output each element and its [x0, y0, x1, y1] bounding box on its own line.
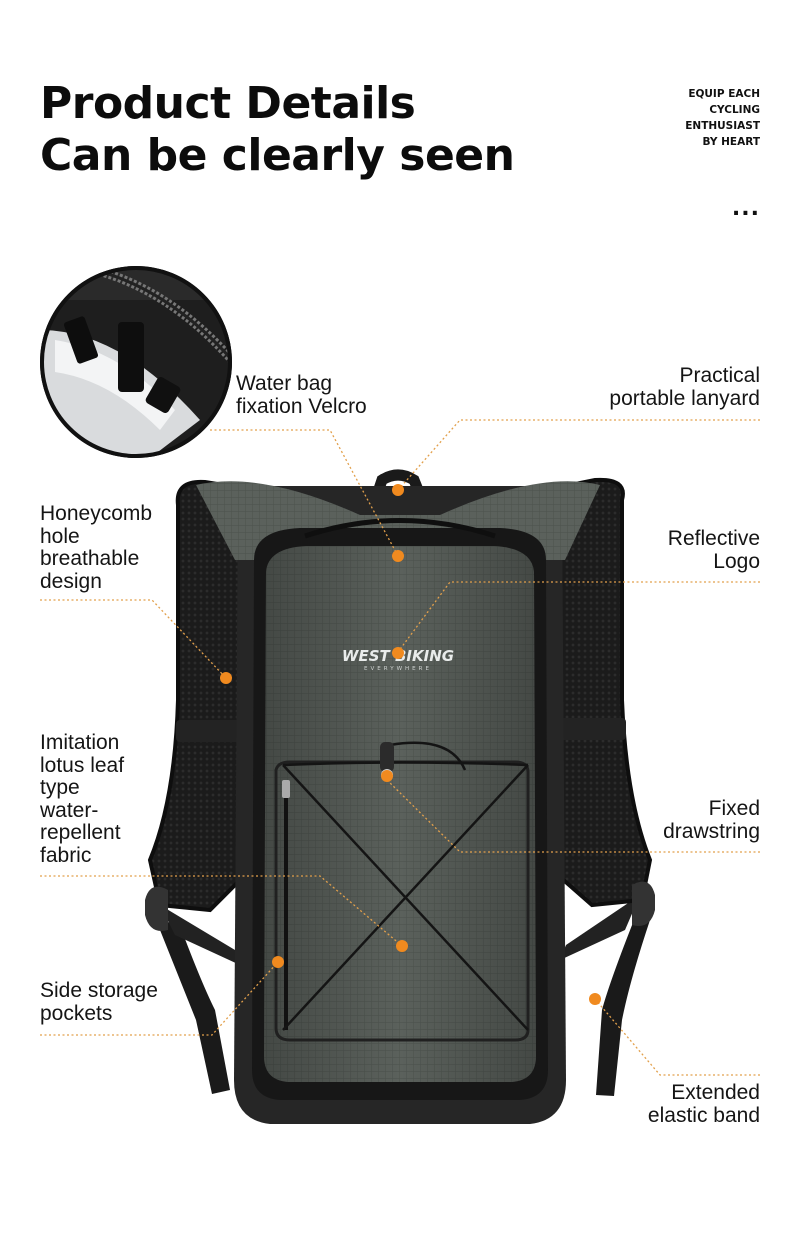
- tagline: EQUIP EACH CYCLING ENTHUSIAST BY HEART: [685, 86, 760, 150]
- page-title: Product Details Can be clearly seen: [40, 78, 515, 182]
- callout-lanyard: Practical portable lanyard: [609, 364, 760, 410]
- brand-logo-subtext: EVERYWHERE: [364, 666, 432, 672]
- callout-reflective-line-2: Logo: [713, 549, 760, 573]
- tagline-line-2: CYCLING: [709, 104, 760, 116]
- callout-lanyard-line-2: portable lanyard: [609, 386, 760, 410]
- callout-velcro: Water bag fixation Velcro: [236, 372, 367, 418]
- callout-lotus-line-3: type: [40, 776, 80, 799]
- callout-reflective: Reflective Logo: [667, 527, 760, 573]
- callout-elastic-line-1: Extended: [671, 1081, 760, 1104]
- callout-lotus-line-4: water-: [40, 798, 99, 822]
- callout-lotus-line-2: lotus leaf: [40, 753, 125, 777]
- callout-honeycomb-line-4: design: [40, 569, 102, 593]
- callout-honeycomb-line-3: breathable: [40, 547, 140, 570]
- callout-lotus-line-6: fabric: [40, 843, 92, 867]
- callout-markers: [220, 484, 601, 1005]
- backpack: WEST BIKING EVERYWHERE: [145, 469, 655, 1124]
- callout-side-pockets-line-1: Side storage: [40, 979, 158, 1002]
- velcro-zoom-inset: [40, 266, 232, 458]
- callout-lotus-line-1: Imitation: [40, 731, 120, 754]
- callout-drawstring-line-1: Fixed: [708, 797, 760, 820]
- callout-drawstring-line-2: drawstring: [663, 819, 760, 843]
- tagline-line-4: BY HEART: [702, 136, 760, 148]
- callout-lotus-line-5: repellent: [40, 821, 121, 844]
- callout-velcro-line-1: Water bag: [236, 372, 333, 395]
- title-line-2: Can be clearly seen: [40, 130, 515, 181]
- title-line-1: Product Details: [40, 78, 416, 129]
- callout-leaders: [40, 419, 760, 1076]
- callout-honeycomb: Honeycomb hole breathable design: [40, 502, 153, 593]
- callout-reflective-line-1: Reflective: [667, 527, 760, 550]
- callout-honeycomb-line-2: hole: [40, 524, 80, 548]
- callout-elastic-line-2: elastic band: [647, 1103, 760, 1127]
- callout-velcro-line-2: fixation Velcro: [236, 394, 367, 418]
- callout-side-pockets-line-2: pockets: [40, 1001, 113, 1025]
- callout-honeycomb-line-1: Honeycomb: [40, 502, 153, 525]
- callout-lanyard-line-1: Practical: [679, 364, 760, 387]
- callout-lotus-fabric: Imitation lotus leaf type water- repelle…: [40, 731, 125, 867]
- callout-elastic-band: Extended elastic band: [647, 1081, 760, 1127]
- ellipsis-icon: ...: [731, 196, 760, 221]
- callout-side-pockets: Side storage pockets: [40, 979, 158, 1025]
- tagline-line-1: EQUIP EACH: [688, 88, 760, 100]
- callout-drawstring: Fixed drawstring: [663, 797, 760, 843]
- tagline-line-3: ENTHUSIAST: [685, 120, 760, 132]
